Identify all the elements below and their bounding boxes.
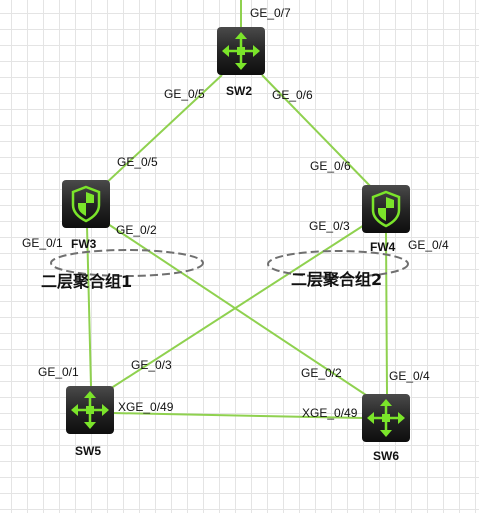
aggregation-group-2-label: 二层聚合组2 bbox=[291, 270, 382, 289]
device-label-fw4: FW4 bbox=[370, 240, 396, 254]
links bbox=[86, 0, 388, 419]
port-label-fw4-ge03: GE_0/3 bbox=[309, 219, 350, 233]
port-label-sw2-ge07: GE_0/7 bbox=[250, 6, 291, 20]
link-sw2-fw4 bbox=[261, 74, 375, 191]
link-sw5-sw6 bbox=[111, 412, 365, 419]
port-label-sw6-ge02: GE_0/2 bbox=[301, 366, 342, 380]
port-label-sw6-ge04: GE_0/4 bbox=[389, 369, 430, 383]
firewall-icon bbox=[371, 190, 401, 228]
port-label-fw4-ge06: GE_0/6 bbox=[310, 159, 351, 173]
device-sw2[interactable] bbox=[217, 27, 265, 75]
device-label-fw3: FW3 bbox=[71, 237, 97, 251]
device-label-sw6: SW6 bbox=[373, 449, 399, 463]
aggregation-group-2-ellipse bbox=[267, 250, 409, 278]
device-sw5[interactable] bbox=[66, 386, 114, 434]
port-label-sw2-ge05: GE_0/5 bbox=[164, 87, 205, 101]
device-label-sw2: SW2 bbox=[226, 84, 252, 98]
link-fw4-sw6 bbox=[385, 231, 388, 395]
aggregation-group-1-label: 二层聚合组1 bbox=[41, 272, 132, 291]
port-label-sw5-xge049: XGE_0/49 bbox=[118, 400, 174, 414]
switch-icon bbox=[222, 32, 260, 70]
port-label-fw3-ge02: GE_0/2 bbox=[116, 223, 157, 237]
device-fw4[interactable] bbox=[362, 185, 410, 233]
switch-icon bbox=[71, 391, 109, 429]
device-sw6[interactable] bbox=[362, 394, 410, 442]
port-label-fw3-ge05: GE_0/5 bbox=[117, 155, 158, 169]
link-sw2-fw3 bbox=[102, 74, 223, 187]
switch-icon bbox=[367, 399, 405, 437]
port-label-sw5-ge03: GE_0/3 bbox=[131, 358, 172, 372]
device-label-sw5: SW5 bbox=[75, 444, 101, 458]
link-fw4-sw5 bbox=[101, 219, 373, 395]
port-label-fw3-ge01: GE_0/1 bbox=[22, 236, 63, 250]
port-label-sw2-ge06: GE_0/6 bbox=[272, 88, 313, 102]
link-fw3-sw6 bbox=[107, 223, 370, 398]
port-label-sw6-xge049: XGE_0/49 bbox=[302, 406, 358, 420]
device-fw3[interactable] bbox=[62, 180, 110, 228]
aggregation-group-1-ellipse bbox=[50, 249, 204, 277]
port-label-fw4-ge04: GE_0/4 bbox=[408, 238, 449, 252]
port-label-sw5-ge01: GE_0/1 bbox=[38, 365, 79, 379]
firewall-icon bbox=[71, 185, 101, 223]
